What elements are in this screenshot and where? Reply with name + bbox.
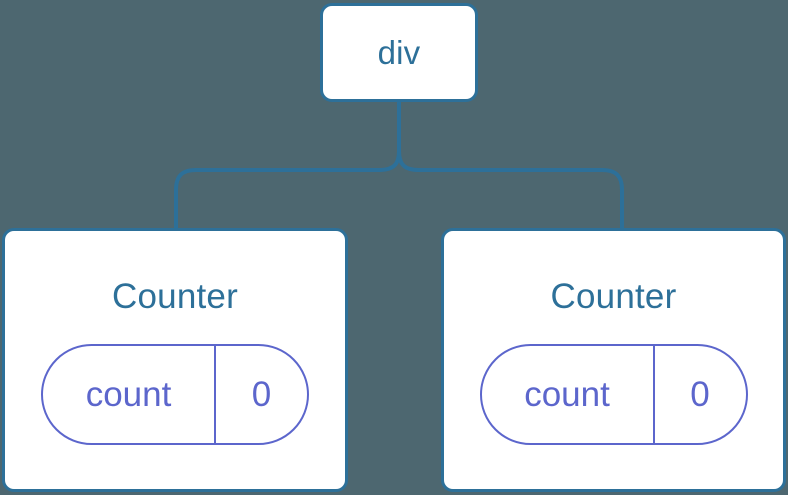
node-counter-right-label: Counter bbox=[550, 277, 677, 316]
connector-left bbox=[174, 99, 401, 232]
state-pill-right[interactable]: count 0 bbox=[479, 344, 748, 445]
node-counter-left[interactable]: Counter count 0 bbox=[2, 228, 348, 492]
state-key-left: count bbox=[43, 346, 216, 443]
state-pill-left[interactable]: count 0 bbox=[41, 344, 309, 445]
connector-right bbox=[397, 99, 624, 232]
state-key-right-label: count bbox=[524, 375, 610, 414]
state-value-right-label: 0 bbox=[690, 375, 710, 414]
state-key-left-label: count bbox=[85, 375, 172, 414]
node-counter-left-label: Counter bbox=[112, 277, 238, 316]
state-key-right: count bbox=[482, 346, 655, 443]
node-div[interactable]: div bbox=[320, 3, 478, 102]
state-value-left: 0 bbox=[216, 346, 307, 443]
state-value-left-label: 0 bbox=[251, 375, 272, 414]
node-div-label: div bbox=[377, 34, 421, 71]
state-value-right: 0 bbox=[655, 346, 746, 443]
node-counter-right[interactable]: Counter count 0 bbox=[441, 228, 786, 492]
